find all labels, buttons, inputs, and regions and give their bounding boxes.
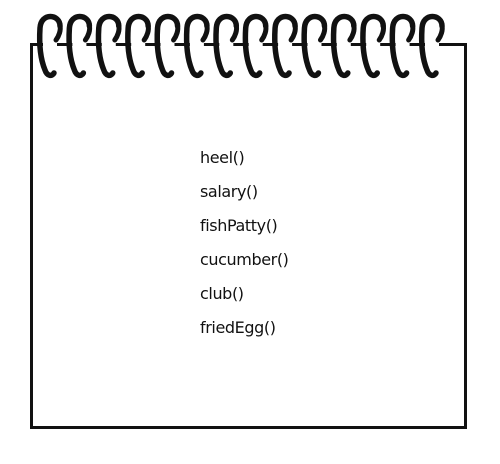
method-item-heel: heel() bbox=[200, 148, 245, 167]
method-item-salary: salary() bbox=[200, 182, 258, 201]
method-item-friedegg: friedEgg() bbox=[200, 318, 276, 337]
method-item-club: club() bbox=[200, 284, 244, 303]
method-item-fishpatty: fishPatty() bbox=[200, 216, 278, 235]
method-list: heel() salary() fishPatty() cucumber() c… bbox=[200, 141, 289, 345]
notepad-page bbox=[30, 43, 467, 429]
method-item-cucumber: cucumber() bbox=[200, 250, 289, 269]
